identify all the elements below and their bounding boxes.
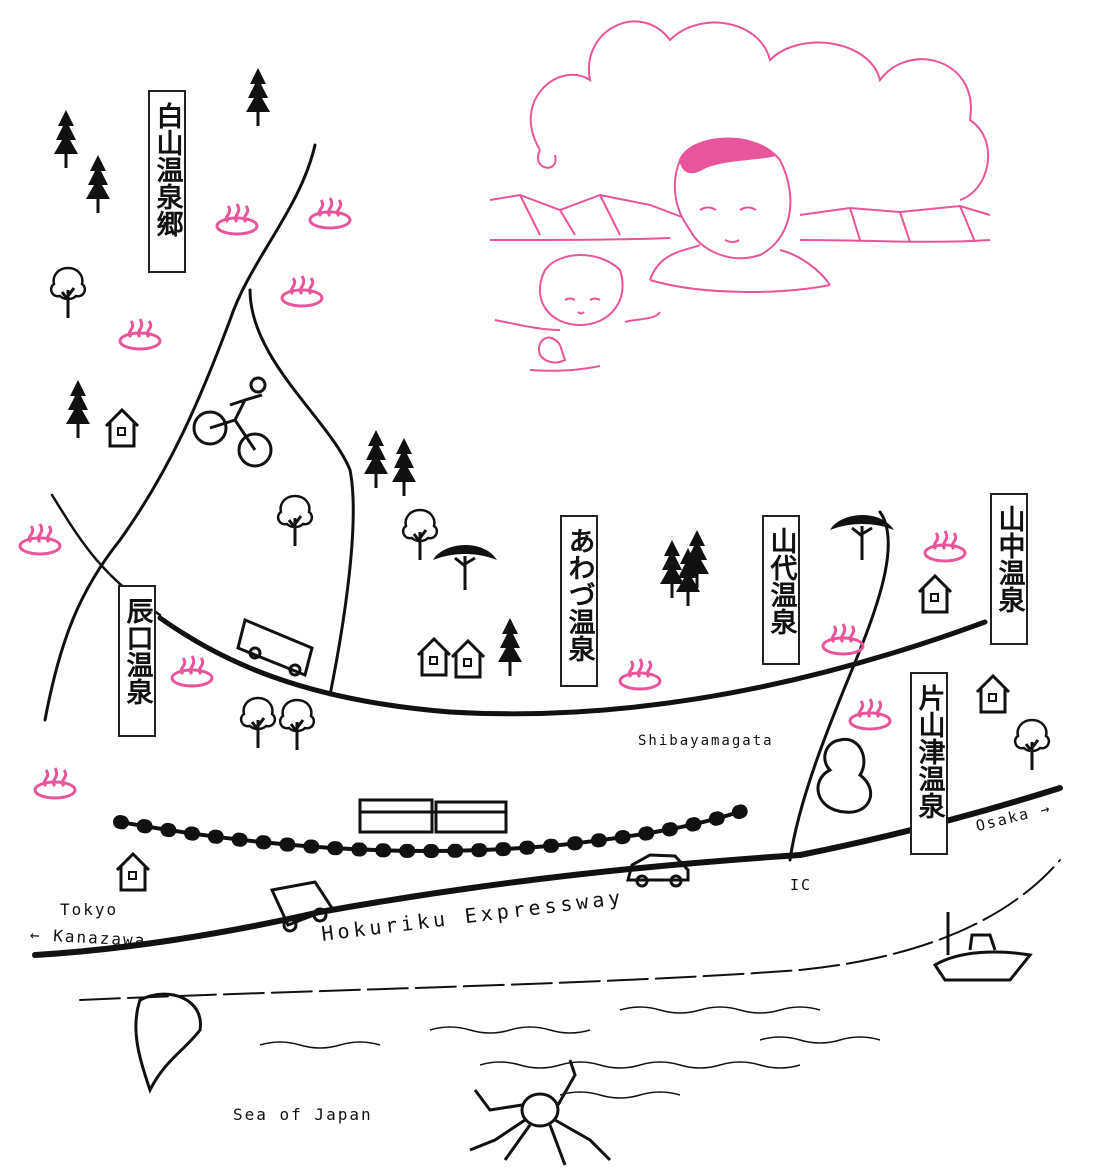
jizo-statue-icon xyxy=(816,737,873,814)
label-shibayamagata: Shibayamagata xyxy=(638,733,774,749)
label-yamashiro-onsen: 山代温泉 xyxy=(762,515,800,665)
van-icon xyxy=(269,880,335,933)
label-hakusan-onsen: 白山温泉郷 xyxy=(148,90,186,273)
train-icon xyxy=(358,798,508,834)
label-katayamazu-onsen: 片山津温泉 xyxy=(910,672,948,855)
sea-waves xyxy=(259,1006,881,1099)
car-icon xyxy=(626,853,690,888)
crab-icon xyxy=(469,1059,612,1166)
label-tatsunokuchi-onsen: 辰口温泉 xyxy=(118,585,156,737)
ship-icon xyxy=(932,912,1033,982)
fish-icon xyxy=(134,992,202,1094)
label-awazu-onsen: あわづ温泉 xyxy=(560,515,598,687)
onsen-symbols xyxy=(18,196,967,800)
label-tokyo: Tokyo xyxy=(60,900,119,919)
bicycle-icon xyxy=(192,376,273,468)
bus-icon xyxy=(236,617,314,678)
label-sea-of-japan: Sea of Japan xyxy=(233,1105,373,1124)
bathing-illustration xyxy=(489,20,991,372)
label-yamanaka-onsen: 山中温泉 xyxy=(990,493,1028,645)
label-ic: IC xyxy=(790,876,813,894)
